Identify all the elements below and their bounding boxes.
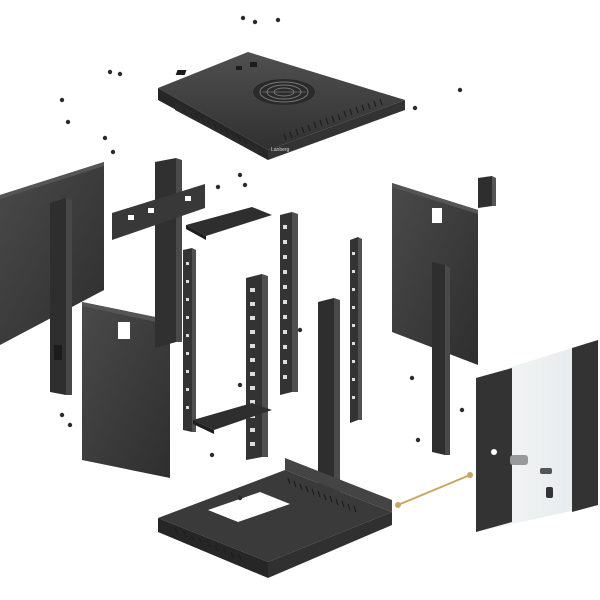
mounting-rail-1 bbox=[183, 248, 196, 432]
grounding-cable bbox=[395, 472, 473, 508]
door-lock bbox=[510, 455, 553, 498]
fan-grill bbox=[253, 79, 315, 105]
top-vents-left bbox=[182, 107, 248, 145]
mounting-rail-4 bbox=[350, 237, 362, 423]
base-vents bbox=[287, 477, 357, 513]
top-cross-bar bbox=[186, 207, 272, 240]
mounting-rail-3 bbox=[280, 212, 298, 395]
screws bbox=[59, 15, 465, 501]
rear-left-upright bbox=[50, 198, 72, 395]
panel-cutout bbox=[118, 322, 130, 339]
base-panel bbox=[158, 458, 392, 578]
base-cutout bbox=[208, 492, 290, 522]
front-upright bbox=[318, 298, 340, 502]
glass-front-door bbox=[476, 340, 598, 532]
mounting-rail-2 bbox=[246, 274, 268, 460]
bottom-cross-bar bbox=[193, 403, 272, 434]
right-upright bbox=[432, 262, 450, 455]
top-cover-panel: Lanberg bbox=[158, 52, 405, 160]
brand-logo: Lanberg bbox=[271, 147, 290, 153]
panel-cutout bbox=[432, 208, 442, 223]
top-vents-right bbox=[283, 98, 383, 141]
left-front-panel bbox=[82, 302, 170, 478]
rear-frame bbox=[112, 158, 205, 348]
small-bracket bbox=[478, 176, 496, 208]
